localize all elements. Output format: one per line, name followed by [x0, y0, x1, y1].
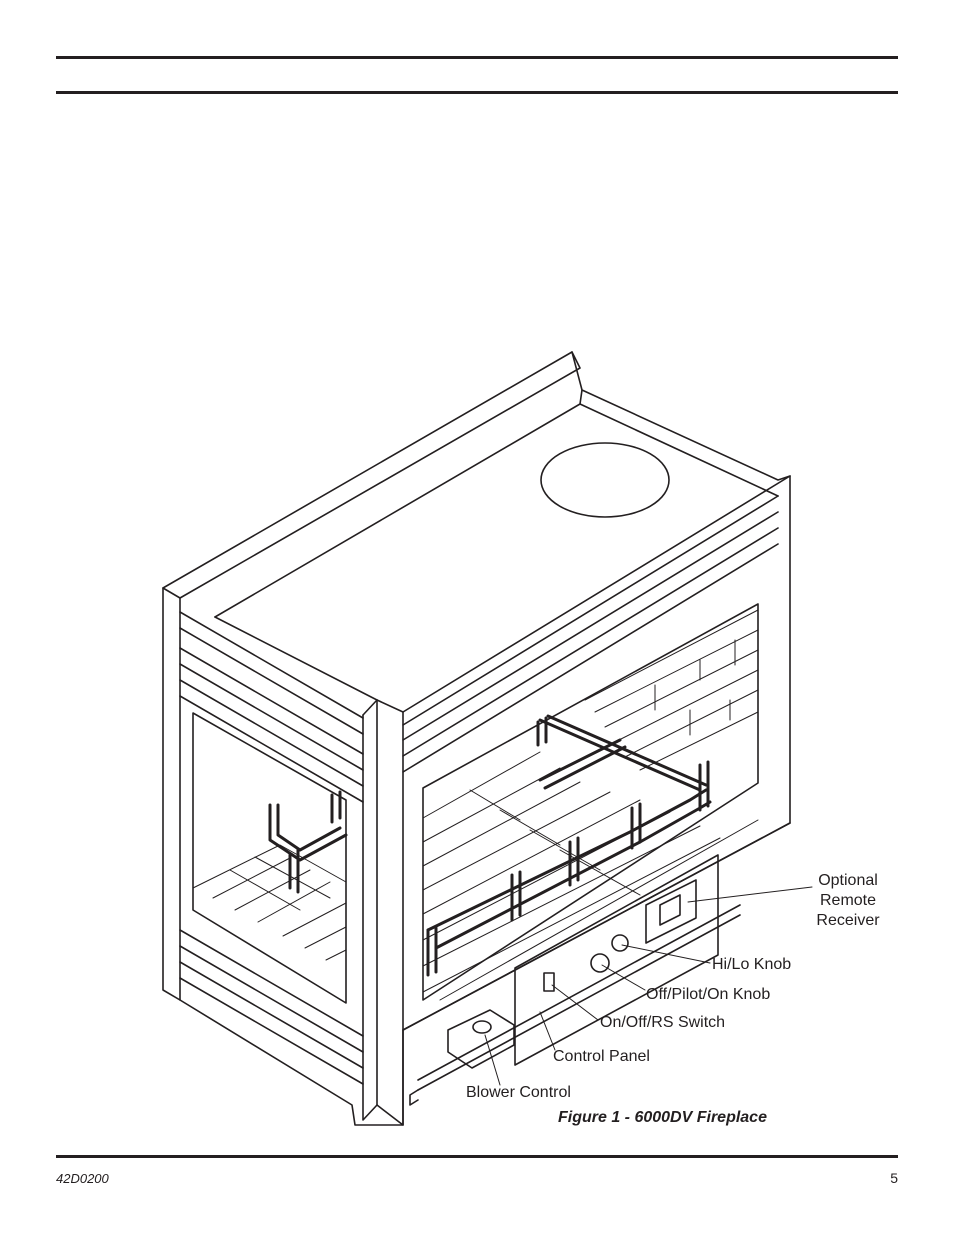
front-glass-frame [422, 603, 759, 1001]
off-pilot-on-knob-label: Off/Pilot/On Knob [646, 986, 771, 1003]
front-brick-floor [422, 751, 759, 1001]
blower-control-box [447, 1009, 515, 1069]
on-off-rs-switch [543, 972, 555, 992]
page-number: 5 [890, 1170, 898, 1186]
blower-control-knob [472, 1020, 492, 1034]
footer-rule [56, 1155, 898, 1158]
on-off-rs-switch-label: On/Off/RS Switch [600, 1014, 726, 1031]
leader-lines [484, 886, 813, 1086]
blower-control-label: Blower Control [466, 1084, 571, 1101]
front-louvers [402, 495, 779, 773]
front-log-grate [426, 714, 712, 977]
off-pilot-on-knob [590, 953, 610, 973]
front-brick-wall [584, 609, 759, 771]
flue-collar [540, 442, 670, 518]
hi-lo-knob [611, 934, 629, 952]
remote-receiver [645, 879, 697, 944]
document-number: 42D0200 [56, 1171, 109, 1186]
figure-caption: Figure 1 - 6000DV Fireplace [558, 1109, 767, 1126]
header-rule-top [56, 56, 898, 59]
left-louvers [179, 611, 364, 1085]
hilo-knob-label: Hi/Lo Knob [712, 956, 792, 973]
remote-receiver-label-line2: Remote [819, 892, 877, 909]
remote-receiver-label: Optional Remote Receiver [812, 871, 884, 931]
control-panel [514, 854, 719, 1066]
header-rule-bottom [56, 91, 898, 94]
remote-receiver-label-line3: Receiver [816, 912, 880, 929]
control-panel-label: Control Panel [553, 1048, 650, 1065]
left-glass-frame [192, 712, 347, 1004]
left-log-grate [268, 790, 348, 894]
remote-receiver-label-line1: Optional [818, 872, 878, 889]
